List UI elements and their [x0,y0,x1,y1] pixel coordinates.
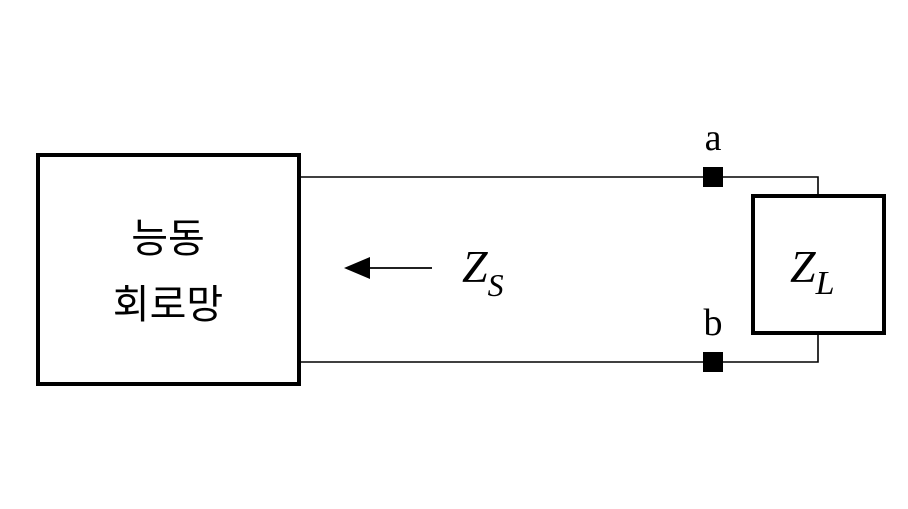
load-impedance-label: ZL [790,241,835,302]
terminal-a-node [703,167,723,187]
source-impedance-symbol: Z [462,241,488,292]
load-impedance-symbol: Z [790,241,816,292]
wire-a-to-load [713,176,819,196]
source-impedance-subscript: S [488,267,504,303]
wire-b-to-load [713,333,819,363]
network-label-line2: 회로망 [113,282,223,328]
load-impedance-box [751,194,886,335]
terminal-b-node [703,352,723,372]
arrow-left-icon [344,257,370,279]
source-impedance-label: ZS [462,241,504,303]
load-impedance-subscript: L [815,265,835,302]
terminal-a-label: a [705,117,722,159]
active-network-box [36,153,301,386]
network-label-line1: 능동 [131,216,205,262]
terminal-b-label: b [704,302,723,344]
